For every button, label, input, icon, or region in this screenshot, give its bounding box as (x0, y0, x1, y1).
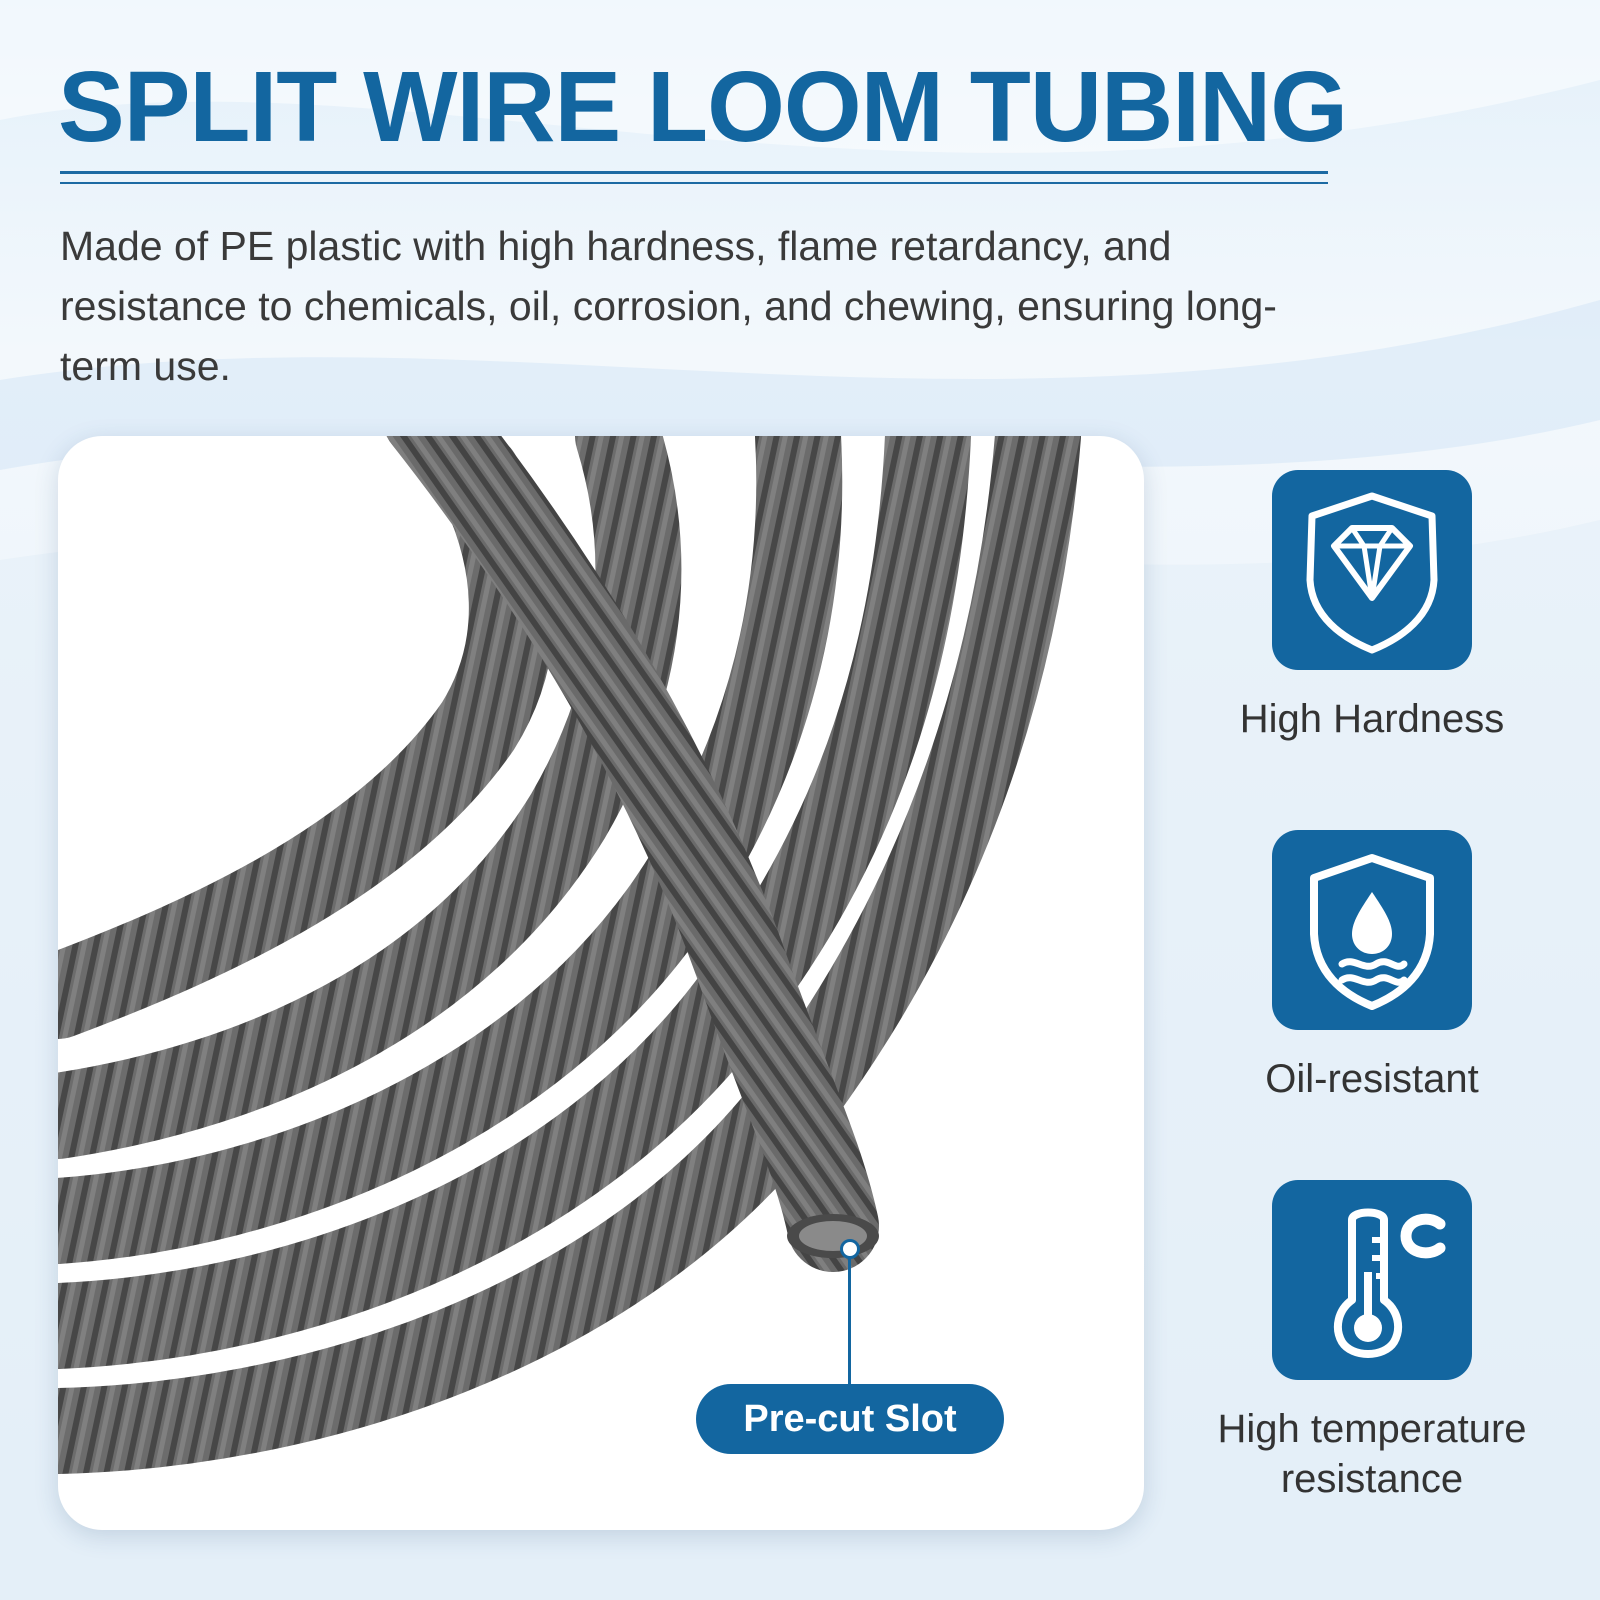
feature-label-oil-resistant: Oil-resistant (1265, 1057, 1479, 1101)
callout-leader-line (848, 1248, 851, 1384)
oil-drop-shield-icon (1272, 830, 1472, 1030)
feature-label-high-temperature: High temperature resistance (1217, 1407, 1527, 1501)
page-title: SPLIT WIRE LOOM TUBING (58, 51, 1348, 163)
title-underline (60, 171, 1328, 174)
product-description: Made of PE plastic with high hardness, f… (60, 223, 1277, 389)
thermometer-celsius-icon (1272, 1180, 1472, 1380)
pre-cut-slot-callout: Pre-cut Slot (696, 1384, 1004, 1454)
product-photo (58, 436, 1144, 1530)
diamond-shield-icon (1272, 470, 1472, 670)
callout-pointer-dot (840, 1239, 860, 1259)
wire-loom-illustration (58, 436, 1081, 1474)
title-underline-thin (60, 182, 1328, 184)
feature-label-high-hardness: High Hardness (1239, 697, 1505, 741)
